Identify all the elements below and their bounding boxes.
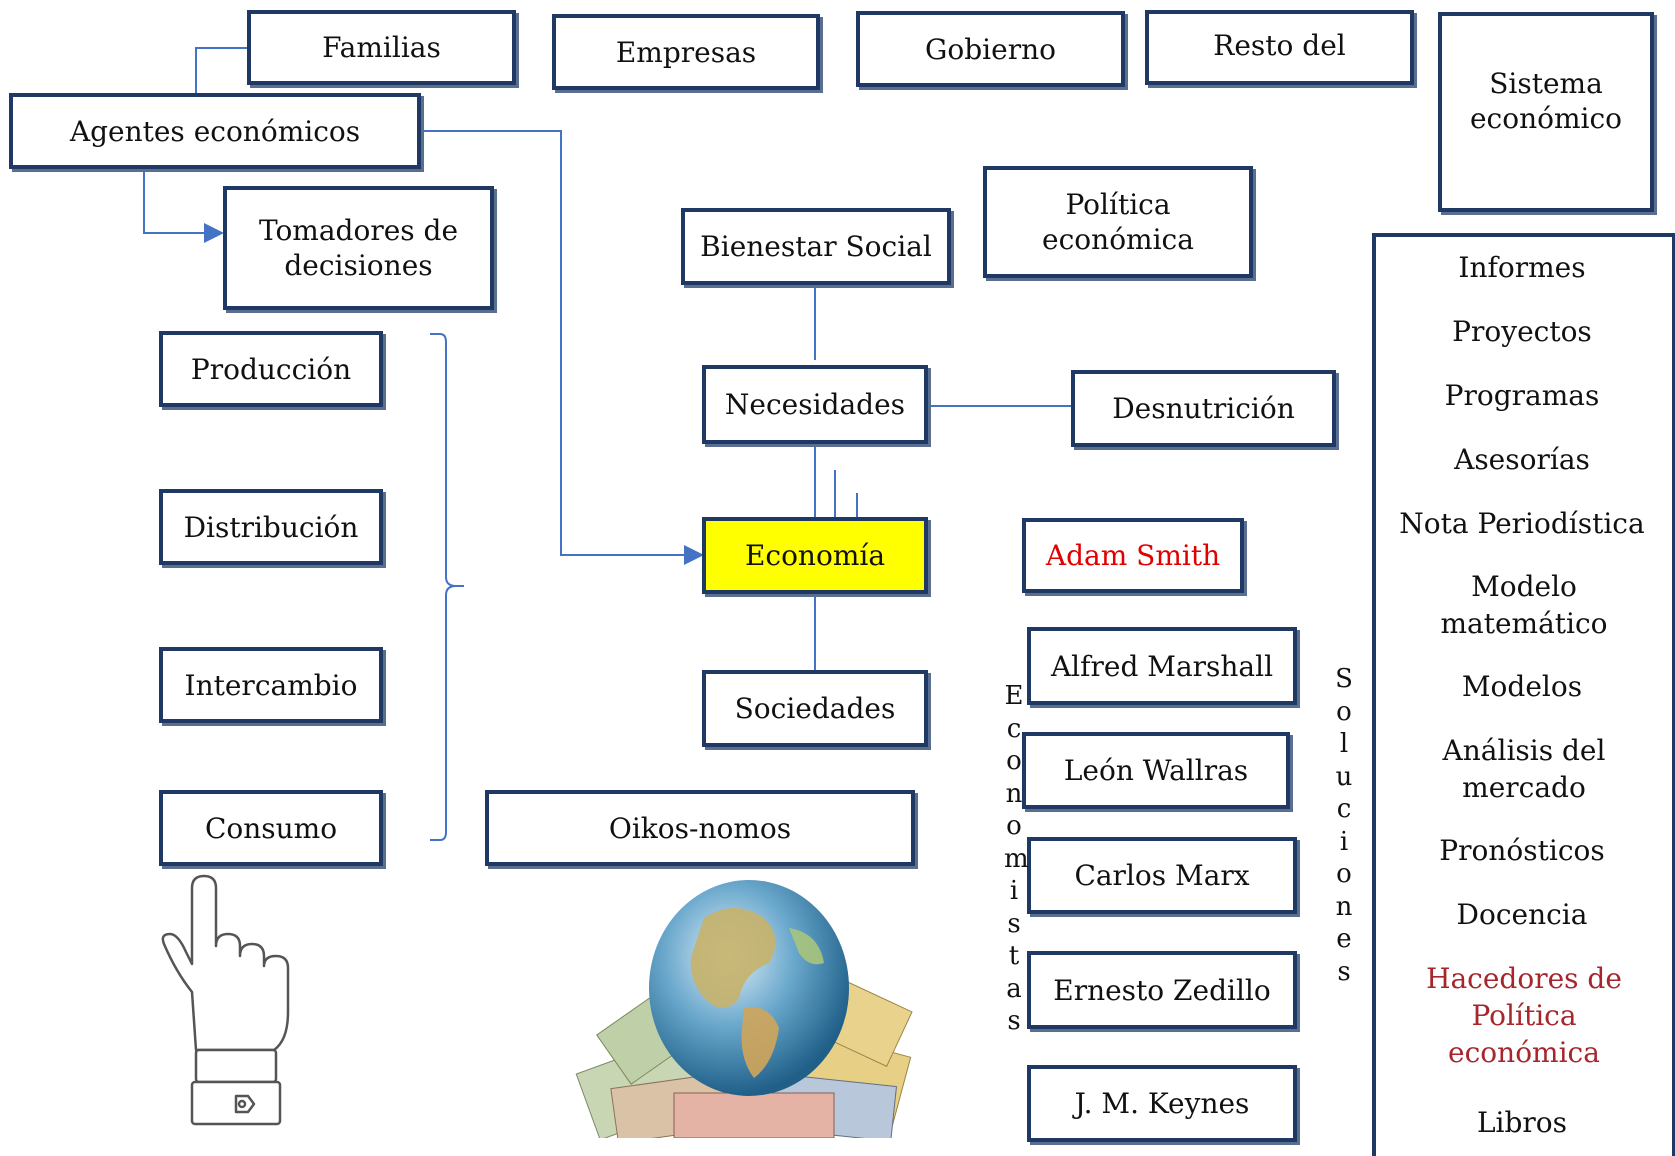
alfred-marshall-label: Alfred Marshall <box>1050 649 1274 683</box>
economistas-letter: m <box>1004 843 1029 874</box>
sistema-economico-box: Sistema económico <box>1438 12 1654 212</box>
economistas-letter: o <box>1006 811 1022 841</box>
ernesto-zedillo-box: Ernesto Zedillo <box>1027 951 1297 1029</box>
alfred-marshall-box: Alfred Marshall <box>1027 627 1297 705</box>
carlos-marx-box: Carlos Marx <box>1027 837 1297 914</box>
gobierno-label: Gobierno <box>925 32 1056 66</box>
distribucion-label: Distribución <box>183 510 359 544</box>
agentes-economicos-box: Agentes económicos <box>9 93 421 169</box>
oikos-nomos-label: Oikos-nomos <box>608 811 792 845</box>
economistas-letter: c <box>1006 713 1022 744</box>
sociedades-box: Sociedades <box>702 670 928 747</box>
consumo-label: Consumo <box>204 811 338 845</box>
tomadores-label: Tomadores de decisiones <box>258 214 459 282</box>
resto-del-mundo-box: Resto del <box>1145 10 1414 85</box>
politica-economica-box: Política económica <box>983 166 1253 278</box>
carlos-marx-label: Carlos Marx <box>1074 859 1250 892</box>
soluciones-letter: i <box>1339 826 1349 857</box>
economistas-letter: s <box>1007 908 1021 939</box>
empresas-box: Empresas <box>552 14 820 90</box>
product-analisis-del-mercado: Análisis del mercado <box>1442 734 1606 804</box>
leon-wallras-label: León Wallras <box>1063 754 1249 787</box>
familias-box: Familias <box>247 10 516 85</box>
product-proyectos: Proyectos <box>1452 315 1592 348</box>
economistas-letter: n <box>1005 778 1023 809</box>
intercambio-box: Intercambio <box>159 647 383 723</box>
tomadores-de-decisiones-box: Tomadores de decisiones <box>223 186 494 310</box>
soluciones-letter: o <box>1336 859 1352 889</box>
globe-money-icon <box>575 880 913 1138</box>
bienestar-social-label: Bienestar Social <box>700 230 932 263</box>
sistema-economico-label: Sistema económico <box>1469 67 1623 135</box>
economistas-letter: E <box>1004 681 1024 711</box>
desnutricion-label: Desnutrición <box>1112 392 1295 425</box>
products-panel <box>1372 233 1675 1156</box>
familias-label: Familias <box>322 31 441 64</box>
desnutricion-box: Desnutrición <box>1071 370 1336 447</box>
soluciones-letter: e <box>1336 924 1352 954</box>
gobierno-box: Gobierno <box>856 11 1125 87</box>
produccion-box: Producción <box>159 331 383 407</box>
economistas-letter: o <box>1006 746 1022 776</box>
product-libros: Libros <box>1476 1106 1568 1139</box>
bienestar-social-box: Bienestar Social <box>681 208 951 285</box>
product-docencia: Docencia <box>1456 898 1588 931</box>
soluciones-letter: c <box>1336 794 1352 824</box>
hand-pointer-icon <box>161 874 290 1126</box>
economistas-letter: i <box>1009 876 1019 906</box>
product-pronosticos: Pronósticos <box>1439 834 1605 867</box>
keynes-box: J. M. Keynes <box>1027 1065 1297 1142</box>
keynes-label: J. M. Keynes <box>1074 1087 1250 1120</box>
adam-smith-label: Adam Smith <box>1045 539 1221 572</box>
economistas-letter: a <box>1006 973 1022 1004</box>
product-hacedores-de-politica: Hacedores de Política económica <box>1426 962 1622 1069</box>
agentes-economicos-label: Agentes económicos <box>69 114 361 148</box>
oikos-nomos-box: Oikos-nomos <box>485 790 915 866</box>
intercambio-label: Intercambio <box>184 668 358 702</box>
soluciones-letter: S <box>1335 664 1353 694</box>
produccion-label: Producción <box>190 352 352 386</box>
product-informes: Informes <box>1458 251 1586 284</box>
leon-wallras-box: León Wallras <box>1022 732 1290 809</box>
product-modelos: Modelos <box>1461 670 1583 703</box>
product-programas: Programas <box>1444 379 1600 412</box>
necesidades-box: Necesidades <box>702 365 928 444</box>
economia-label: Economía <box>744 539 886 572</box>
necesidades-label: Necesidades <box>724 388 906 421</box>
soluciones-letter: l <box>1339 729 1349 759</box>
soluciones-letter: s <box>1337 956 1351 987</box>
distribucion-box: Distribución <box>159 489 383 565</box>
empresas-label: Empresas <box>615 35 757 69</box>
product-nota-periodistica: Nota Periodística <box>1399 507 1645 540</box>
soluciones-letter: o <box>1336 696 1352 727</box>
economistas-letter: s <box>1007 1006 1021 1036</box>
soluciones-letter: u <box>1335 761 1353 792</box>
consumo-box: Consumo <box>159 790 383 866</box>
product-asesorias: Asesorías <box>1454 443 1590 476</box>
product-modelo-matematico: Modelo matemático <box>1440 570 1608 640</box>
sociedades-label: Sociedades <box>734 692 896 725</box>
economistas-letter: t <box>1008 941 1020 971</box>
soluciones-letter: n <box>1335 891 1353 922</box>
economia-box: Economía <box>702 517 928 594</box>
resto-del-label: Resto del <box>1213 29 1346 62</box>
adam-smith-box: Adam Smith <box>1022 518 1244 593</box>
politica-economica-label: Política económica <box>1042 188 1194 256</box>
ernesto-zedillo-label: Ernesto Zedillo <box>1053 973 1271 1007</box>
